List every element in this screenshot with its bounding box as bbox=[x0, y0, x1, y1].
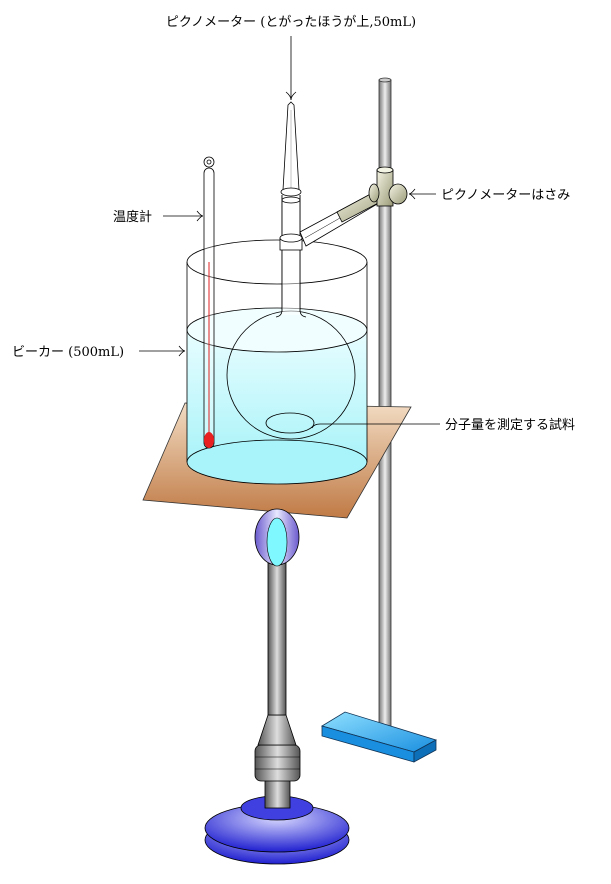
beaker-rim bbox=[186, 239, 368, 285]
label-sample: 分子量を測定する試料 bbox=[445, 417, 575, 433]
sample-callout-line bbox=[311, 423, 440, 429]
thermometer-bulb bbox=[204, 432, 214, 448]
beaker bbox=[186, 239, 368, 485]
pycnometer-clamp bbox=[279, 166, 408, 251]
clamp-knob bbox=[388, 183, 408, 205]
sample bbox=[265, 412, 315, 434]
label-thermometer: 温度計 bbox=[113, 209, 152, 225]
pycnometer bbox=[226, 101, 356, 440]
beaker-bottom bbox=[186, 439, 368, 485]
label-beaker: ビーカー (500mL) bbox=[12, 345, 124, 360]
stand-base bbox=[321, 711, 438, 763]
bunsen-burner bbox=[204, 508, 350, 865]
label-pycnometer: ピクノメーター (とがったほうが上,50mL) bbox=[166, 15, 416, 30]
label-clamp: ピクノメーターはさみ bbox=[441, 188, 570, 203]
burner-tube bbox=[267, 559, 287, 716]
thermometer bbox=[203, 156, 215, 449]
stand-rod-top bbox=[378, 77, 392, 83]
